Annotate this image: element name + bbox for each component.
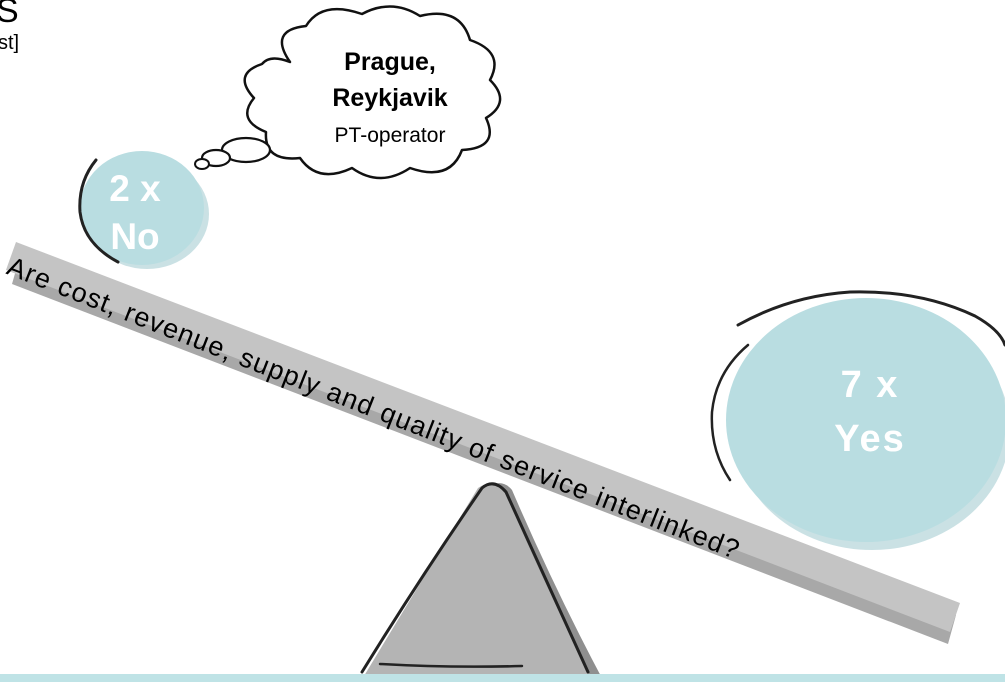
no-ball — [80, 151, 204, 265]
thought-bubble-city-1: Prague, — [344, 48, 436, 76]
yes-ball — [726, 298, 1005, 542]
thought-trail-bubble-small — [194, 158, 210, 170]
plank — [6, 242, 960, 632]
no-ball-sketch — [78, 158, 120, 264]
slide-subtitle-fragment: st] — [0, 32, 20, 54]
thought-cloud — [243, 5, 502, 180]
yes-ball-label: Yes — [834, 418, 906, 460]
thought-bubble-city-2: Reykjavik — [332, 84, 448, 112]
no-ball-label: No — [110, 216, 160, 257]
yes-ball-sketch — [736, 290, 1005, 347]
bottom-band — [0, 674, 1005, 682]
fulcrum — [364, 483, 590, 676]
fulcrum-sketch-base — [378, 662, 524, 668]
no-ball-count: 2 x — [109, 168, 161, 209]
yes-ball-count: 7 x — [840, 364, 900, 406]
yes-ball-sketch-left — [710, 343, 750, 482]
fulcrum-sketch-line — [360, 482, 590, 674]
thought-bubble-operator: PT-operator — [334, 124, 446, 147]
slide-title-fragment: S — [0, 0, 19, 30]
